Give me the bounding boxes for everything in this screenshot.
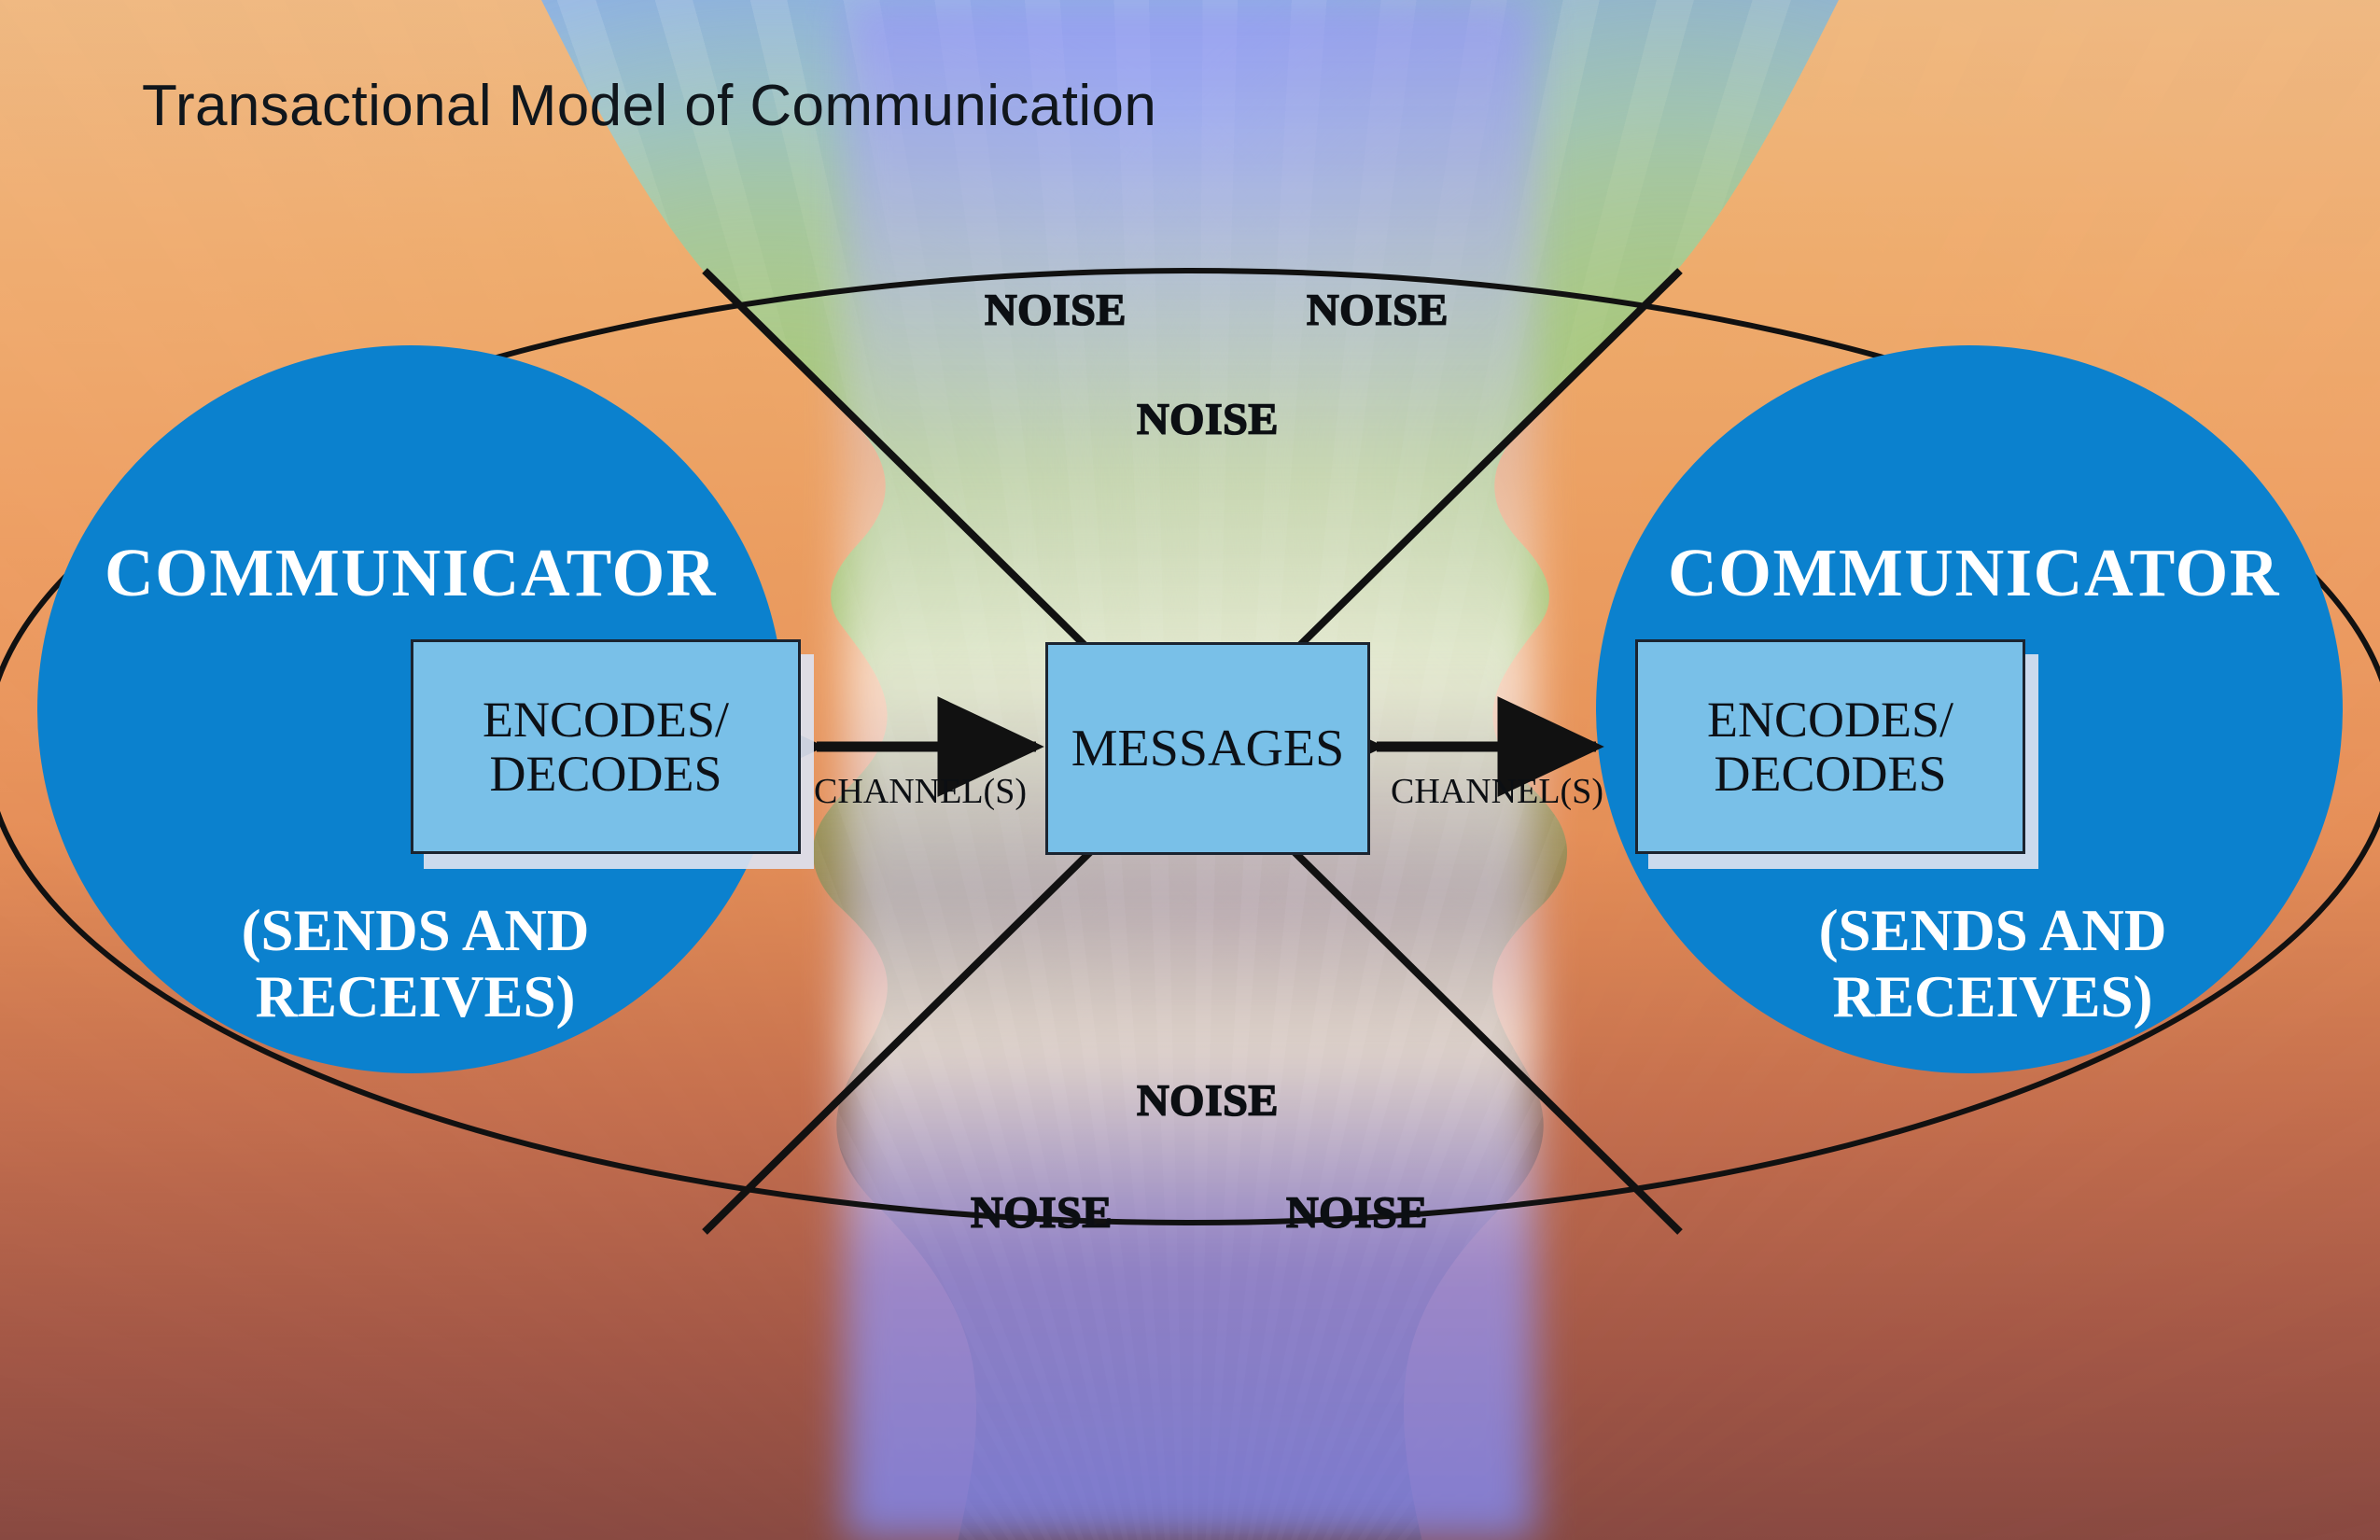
encodes-decodes-box-left[interactable]: ENCODES/ DECODES <box>411 639 801 854</box>
noise-label-top-right: NOISE <box>1306 285 1449 336</box>
messages-box[interactable]: MESSAGES <box>1045 642 1370 855</box>
transaction-field-ellipse <box>0 268 2380 1225</box>
noise-label-bottom-right: NOISE <box>1285 1187 1428 1239</box>
communicator-label-right: COMMUNICATOR <box>1667 535 2281 610</box>
noise-label-top-center: NOISE <box>1136 394 1279 445</box>
encodes-decodes-box-right[interactable]: ENCODES/ DECODES <box>1635 639 2025 854</box>
page-title: Transactional Model of Communication <box>142 74 1157 138</box>
sends-receives-label-right: (SENDS AND RECEIVES) <box>1818 898 2167 1029</box>
channel-label-left: CHANNEL(S) <box>814 772 1027 811</box>
noise-label-bottom-left: NOISE <box>970 1187 1113 1239</box>
channel-label-right: CHANNEL(S) <box>1391 772 1603 811</box>
noise-label-bottom-center: NOISE <box>1136 1075 1279 1127</box>
noise-label-top-left: NOISE <box>984 285 1127 336</box>
sends-receives-label-left: (SENDS AND RECEIVES) <box>241 898 590 1029</box>
communicator-label-left: COMMUNICATOR <box>104 535 718 610</box>
